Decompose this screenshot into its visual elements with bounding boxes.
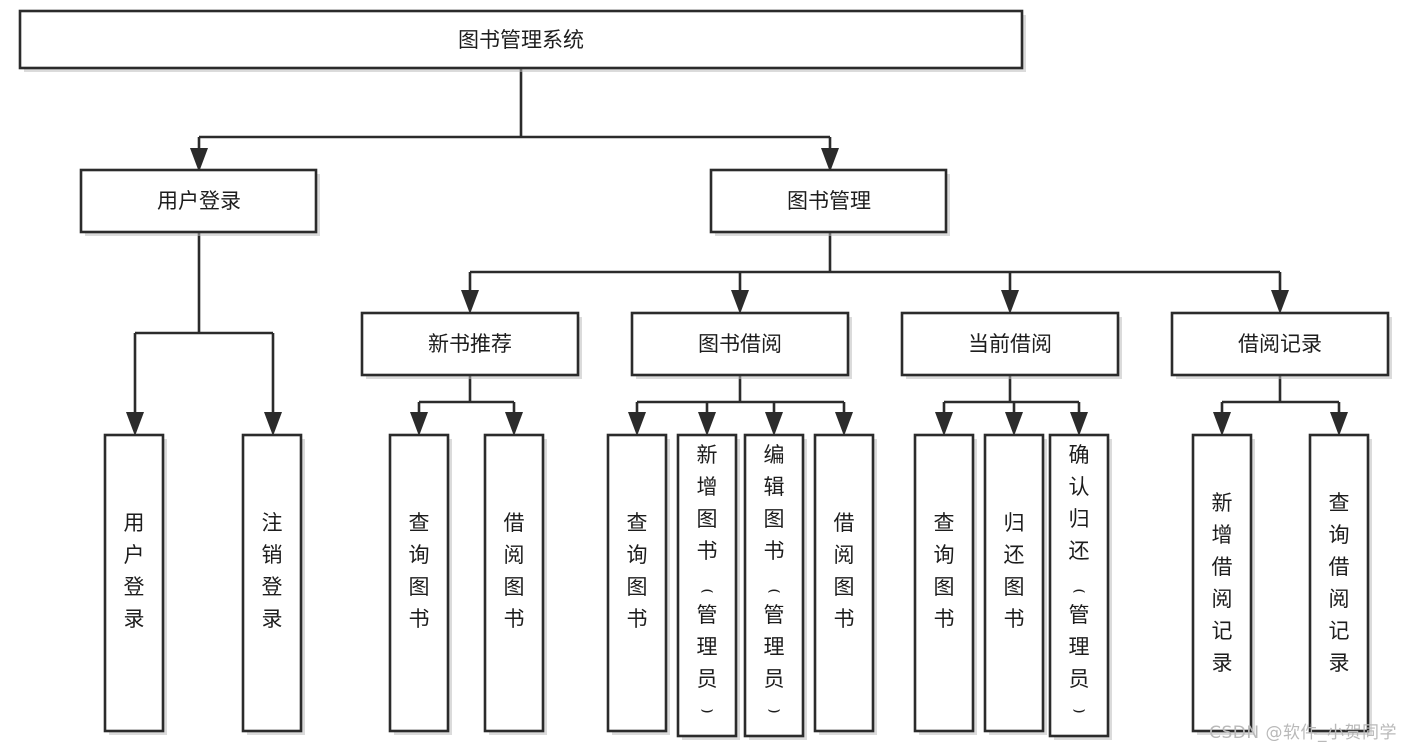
arrow-borrowrecord-leaf-2 — [1330, 412, 1348, 436]
leaf-bookborrow-2-label: 新增图书⌢管理员⌣ — [697, 443, 718, 721]
leaf-currentborrow-3-label: 确认归还⌢管理员⌣ — [1069, 443, 1090, 721]
book-manage-label: 图书管理 — [787, 189, 871, 213]
edge-currentborrow-to-leaves — [942, 375, 1081, 420]
leaf-newbook-1-label: 查询图书 — [409, 511, 430, 631]
root-box — [18, 9, 1024, 70]
new-book-label: 新书推荐 — [428, 332, 512, 356]
arrow-to-leaf-user-login — [126, 412, 144, 436]
leaf-currentborrow-2-label: 归还图书 — [1004, 511, 1025, 631]
leaf-bookborrow-borrow-book[interactable]: 借阅图书 — [813, 433, 877, 735]
leaf-bookborrow-edit-book[interactable]: 编辑图书⌢管理员⌣ — [743, 433, 807, 740]
leaf-bookborrow-query-book[interactable]: 查询图书 — [606, 433, 670, 735]
leaf-newbook-2-box — [483, 433, 545, 733]
new-book-box — [360, 311, 580, 377]
arrow-to-leaf-logout — [264, 412, 282, 436]
edge-userlogin-to-bus — [133, 232, 275, 420]
current-borrow-box — [900, 311, 1120, 377]
arrow-currentborrow-leaf-3 — [1070, 412, 1088, 436]
leaf-bookborrow-3-label: 编辑图书⌢管理员⌣ — [764, 443, 785, 721]
arrow-borrowrecord-leaf-1 — [1213, 412, 1231, 436]
leaf-newbook-query-book[interactable]: 查询图书 — [388, 433, 452, 735]
leaf-bookborrow-4-box — [813, 433, 875, 733]
arrow-bookborrow-leaf-3 — [765, 412, 783, 436]
arrow-newbook-leaf-1 — [410, 412, 428, 436]
leaf-borrowrecord-1-label: 新增借阅记录 — [1212, 491, 1233, 675]
edge-borrowrecord-to-leaves — [1220, 375, 1341, 420]
arrow-bookborrow-leaf-2 — [698, 412, 716, 436]
leaf-user-login[interactable]: 用户登录 — [103, 433, 167, 735]
current-borrow-label: 当前借阅 — [968, 332, 1052, 356]
connector-layer — [126, 68, 1348, 436]
arrow-newbook-leaf-2 — [505, 412, 523, 436]
book-borrow-box — [630, 311, 850, 377]
leaf-currentborrow-return-book[interactable]: 归还图书 — [983, 433, 1047, 735]
node-borrow-record[interactable]: 借阅记录 — [1170, 311, 1392, 379]
leaf-user-login-label: 用户登录 — [124, 511, 145, 631]
node-book-manage[interactable]: 图书管理 — [709, 168, 950, 236]
leaf-logout-box — [241, 433, 303, 733]
node-root[interactable]: 图书管理系统 — [18, 9, 1026, 72]
arrow-to-current-borrow — [1001, 290, 1019, 314]
leaf-newbook-2-label: 借阅图书 — [504, 511, 525, 631]
edge-bookmanage-to-bus — [468, 232, 1282, 298]
edge-newbook-to-leaves — [417, 375, 516, 420]
leaf-newbook-1-box — [388, 433, 450, 733]
node-current-borrow[interactable]: 当前借阅 — [900, 311, 1122, 379]
leaf-borrowrecord-query-record[interactable]: 查询借阅记录 — [1308, 433, 1372, 735]
arrow-bookborrow-leaf-1 — [628, 412, 646, 436]
arrow-to-book-manage — [821, 148, 839, 172]
arrow-to-new-book — [461, 290, 479, 314]
leaf-newbook-borrow-book[interactable]: 借阅图书 — [483, 433, 547, 735]
book-manage-box — [709, 168, 948, 234]
leaf-logout[interactable]: 注销登录 — [241, 433, 305, 735]
edge-bookborrow-to-leaves — [635, 375, 846, 420]
borrow-record-label: 借阅记录 — [1238, 332, 1322, 356]
edge-root-to-bus — [197, 68, 832, 158]
arrow-to-borrow-record — [1271, 290, 1289, 314]
leaf-borrowrecord-2-label: 查询借阅记录 — [1329, 491, 1350, 675]
user-login-label: 用户登录 — [157, 189, 241, 213]
arrow-bookborrow-leaf-4 — [835, 412, 853, 436]
arrow-to-user-login — [190, 148, 208, 172]
leaf-borrowrecord-add-record[interactable]: 新增借阅记录 — [1191, 433, 1255, 735]
book-borrow-label: 图书借阅 — [698, 332, 782, 356]
leaf-currentborrow-1-box — [913, 433, 975, 733]
user-login-box — [79, 168, 318, 234]
leaf-currentborrow-confirm-return[interactable]: 确认归还⌢管理员⌣ — [1048, 433, 1112, 740]
node-new-book-recommend[interactable]: 新书推荐 — [360, 311, 582, 379]
leaf-currentborrow-query-book[interactable]: 查询图书 — [913, 433, 977, 735]
arrow-currentborrow-leaf-2 — [1005, 412, 1023, 436]
leaf-bookborrow-add-book[interactable]: 新增图书⌢管理员⌣ — [676, 433, 740, 740]
leaf-bookborrow-2-box — [676, 433, 738, 738]
leaf-borrowrecord-2-box — [1308, 433, 1370, 733]
leaf-currentborrow-1-label: 查询图书 — [934, 511, 955, 631]
leaf-bookborrow-1-label: 查询图书 — [627, 511, 648, 631]
root-label: 图书管理系统 — [458, 28, 584, 52]
leaf-currentborrow-2-box — [983, 433, 1045, 733]
leaf-borrowrecord-1-box — [1191, 433, 1253, 733]
arrow-to-book-borrow — [731, 290, 749, 314]
arrow-currentborrow-leaf-1 — [935, 412, 953, 436]
node-book-borrow[interactable]: 图书借阅 — [630, 311, 852, 379]
leaf-bookborrow-3-box — [743, 433, 805, 738]
node-user-login[interactable]: 用户登录 — [79, 168, 320, 236]
leaf-currentborrow-3-box — [1048, 433, 1110, 738]
leaf-bookborrow-1-box — [606, 433, 668, 733]
leaf-logout-label: 注销登录 — [262, 511, 283, 631]
leaf-user-login-box — [103, 433, 165, 733]
leaf-bookborrow-4-label: 借阅图书 — [834, 511, 855, 631]
borrow-record-box — [1170, 311, 1390, 377]
